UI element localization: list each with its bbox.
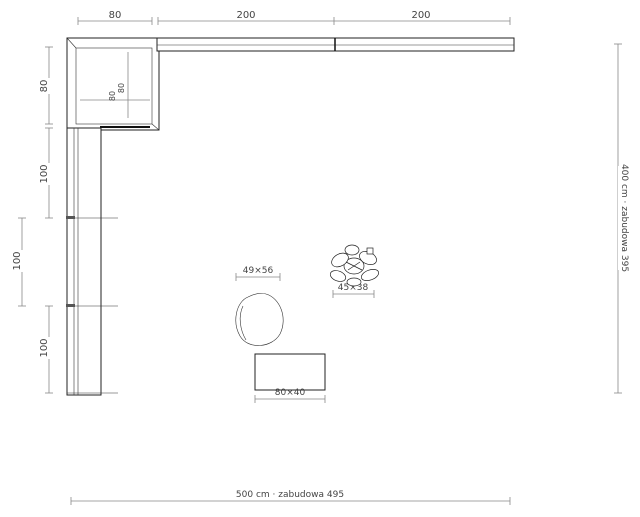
- dimension-top: 80 200 200: [77, 10, 511, 25]
- dim-bottom-total: 500 cm · zabudowa 495: [236, 490, 344, 500]
- chair: 49×56: [235, 266, 284, 346]
- plant-icon: [329, 244, 379, 287]
- dim-left-outer: 100: [12, 251, 23, 270]
- dim-inner-h: 80: [108, 91, 117, 101]
- dim-top-right: 200: [411, 10, 430, 21]
- dim-right-total: 400 cm · zabudowa 395: [619, 164, 629, 272]
- table: 80×40: [254, 353, 326, 403]
- dim-table: 80×40: [275, 388, 306, 398]
- dim-chair: 49×56: [243, 266, 274, 276]
- top-wall-cabinets: [156, 37, 515, 52]
- dim-top-left: 80: [109, 10, 122, 21]
- dim-top-mid: 200: [236, 10, 255, 21]
- dim-plant: 45×38: [338, 283, 369, 293]
- plant: 45×38: [329, 244, 379, 298]
- dim-left-mid: 100: [39, 164, 50, 183]
- dimension-left: 80 100 100 100: [11, 46, 53, 394]
- left-wall-cabinets: [66, 127, 118, 396]
- dim-left-bottom: 100: [39, 338, 50, 357]
- dimension-bottom-total: 500 cm · zabudowa 495: [70, 486, 511, 505]
- dim-left-top: 80: [39, 80, 50, 93]
- dim-inner-v: 80: [117, 83, 126, 93]
- dimension-right-total: 400 cm · zabudowa 395: [614, 43, 630, 394]
- corner-cabinet: 80 80: [66, 37, 160, 131]
